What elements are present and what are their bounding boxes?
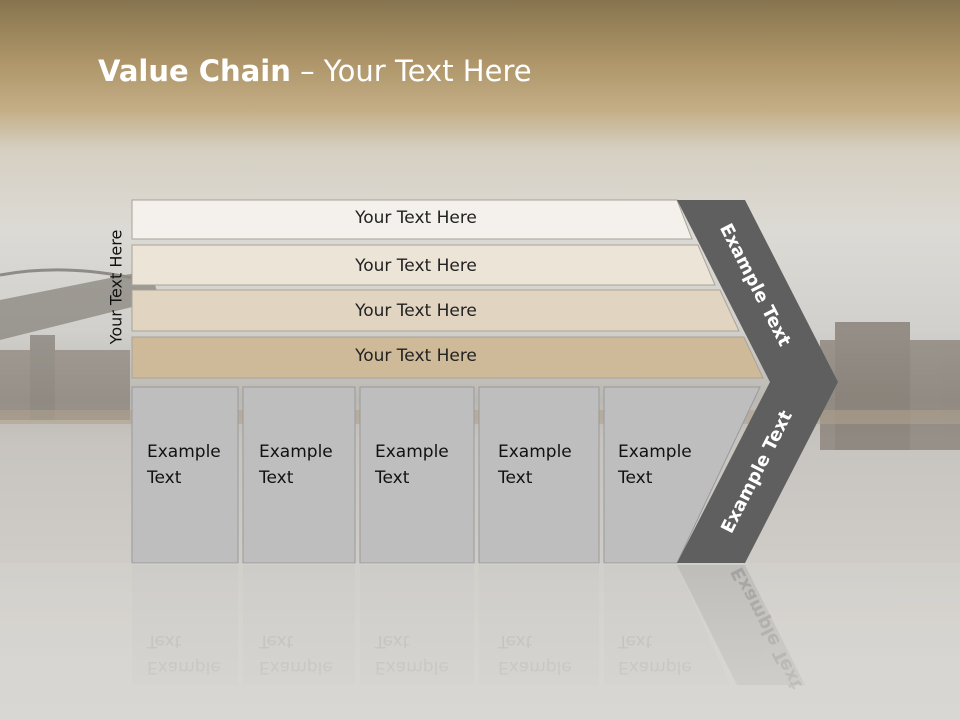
box-3-line1: Example — [375, 442, 449, 462]
chevron-arrow — [677, 200, 838, 563]
box-5-line1: Example — [618, 442, 692, 462]
slide-title: Value Chain – Your Text Here — [98, 54, 532, 88]
box-5-line2: Text — [618, 468, 653, 488]
skyline-tower-left — [30, 335, 55, 420]
box-1-line1: Example — [147, 442, 221, 462]
box-2 — [242, 386, 356, 564]
bar-3 — [131, 289, 740, 332]
bar-3-label: Your Text Here — [355, 301, 477, 321]
title-rest: – Your Text Here — [290, 54, 532, 88]
box-4-line1: Example — [498, 442, 572, 462]
bar-4 — [131, 336, 764, 379]
box-3-line2: Text — [375, 468, 410, 488]
title-bold: Value Chain — [98, 54, 291, 88]
bar-2-label: Your Text Here — [355, 256, 477, 276]
skyline-left — [0, 350, 130, 420]
bar-1-label: Your Text Here — [355, 208, 477, 228]
box-4 — [478, 386, 600, 564]
box-2-line2: Text — [259, 468, 294, 488]
bridge-deck — [0, 270, 160, 340]
box-3 — [359, 386, 475, 564]
reflection-fade — [0, 563, 960, 720]
box-1-line2: Text — [147, 468, 182, 488]
box-1 — [131, 386, 239, 564]
bar-1 — [131, 199, 693, 240]
skyline-tower-right — [835, 322, 910, 450]
skyline-tower-right-2 — [912, 350, 942, 450]
box-4-line2: Text — [498, 468, 533, 488]
bar-4-label: Your Text Here — [355, 346, 477, 366]
box-2-line1: Example — [259, 442, 333, 462]
bar-2 — [131, 244, 716, 286]
